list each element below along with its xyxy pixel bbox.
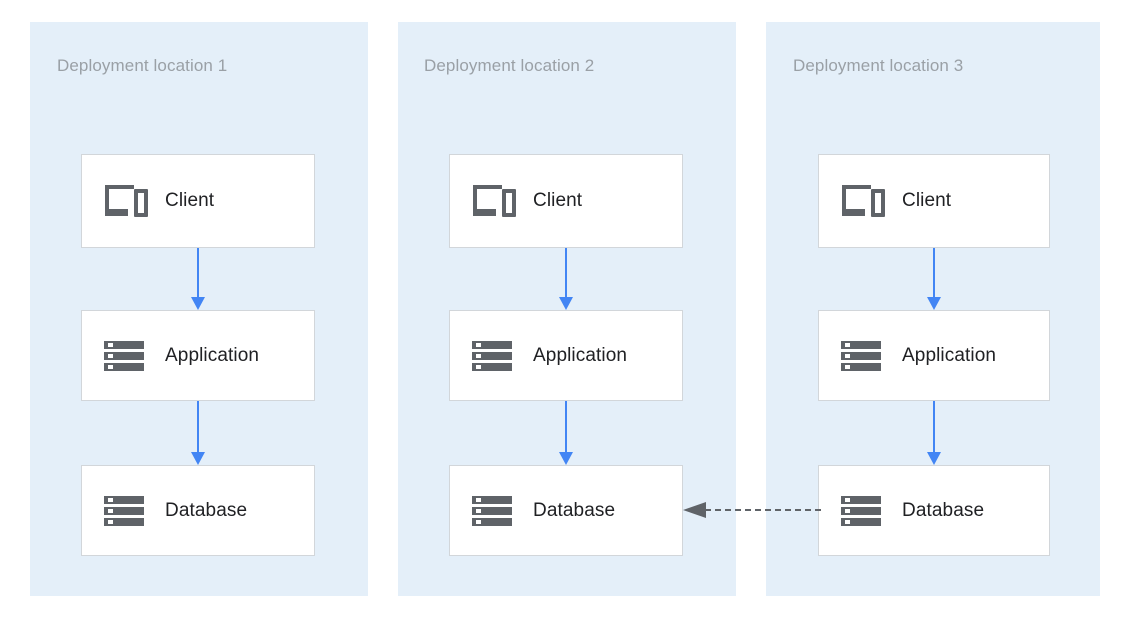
node-application-2-label: Application [533,345,627,367]
node-database-1-label: Database [165,500,247,522]
arrow-application-to-database-1 [188,401,208,465]
deployment-location-1-title: Deployment location 1 [57,56,227,76]
arrow-application-to-database-2 [556,401,576,465]
client-devices-icon [840,181,886,221]
node-client-3[interactable]: Client [818,154,1050,248]
arrow-head-down-icon [559,297,573,310]
client-devices-icon [103,181,149,221]
server-stack-icon [840,491,886,531]
arrow-head-down-icon [559,452,573,465]
arrow-application-to-database-3 [924,401,944,465]
deployment-location-2-title: Deployment location 2 [424,56,594,76]
server-stack-icon [840,336,886,376]
deployment-location-1-panel: Deployment location 1 Client [30,22,368,596]
arrow-client-to-application-2 [556,248,576,310]
server-stack-icon [103,491,149,531]
node-database-2-label: Database [533,500,615,522]
arrow-head-down-icon [927,452,941,465]
node-database-3[interactable]: Database [818,465,1050,556]
arrow-shaft [565,248,567,297]
node-application-1-label: Application [165,345,259,367]
node-application-3[interactable]: Application [818,310,1050,401]
arrow-head-down-icon [927,297,941,310]
dashed-connector-line [705,509,821,511]
server-stack-icon [103,336,149,376]
deployment-location-3-title: Deployment location 3 [793,56,963,76]
server-stack-icon [471,491,517,531]
arrow-head-left-icon [683,502,706,518]
arrow-shaft [197,401,199,452]
arrow-shaft [933,248,935,297]
arrow-shaft [197,248,199,297]
node-client-3-label: Client [902,190,951,212]
node-client-2-label: Client [533,190,582,212]
node-application-1[interactable]: Application [81,310,315,401]
node-client-1[interactable]: Client [81,154,315,248]
node-client-1-label: Client [165,190,214,212]
client-devices-icon [471,181,517,221]
arrow-head-down-icon [191,452,205,465]
arrow-shaft [933,401,935,452]
arrow-client-to-application-1 [188,248,208,310]
node-client-2[interactable]: Client [449,154,683,248]
node-database-3-label: Database [902,500,984,522]
node-database-1[interactable]: Database [81,465,315,556]
arrow-shaft [565,401,567,452]
arrow-client-to-application-3 [924,248,944,310]
server-stack-icon [471,336,517,376]
node-application-3-label: Application [902,345,996,367]
arrow-head-down-icon [191,297,205,310]
node-database-2[interactable]: Database [449,465,683,556]
node-application-2[interactable]: Application [449,310,683,401]
database-replication-arrow [683,502,821,518]
